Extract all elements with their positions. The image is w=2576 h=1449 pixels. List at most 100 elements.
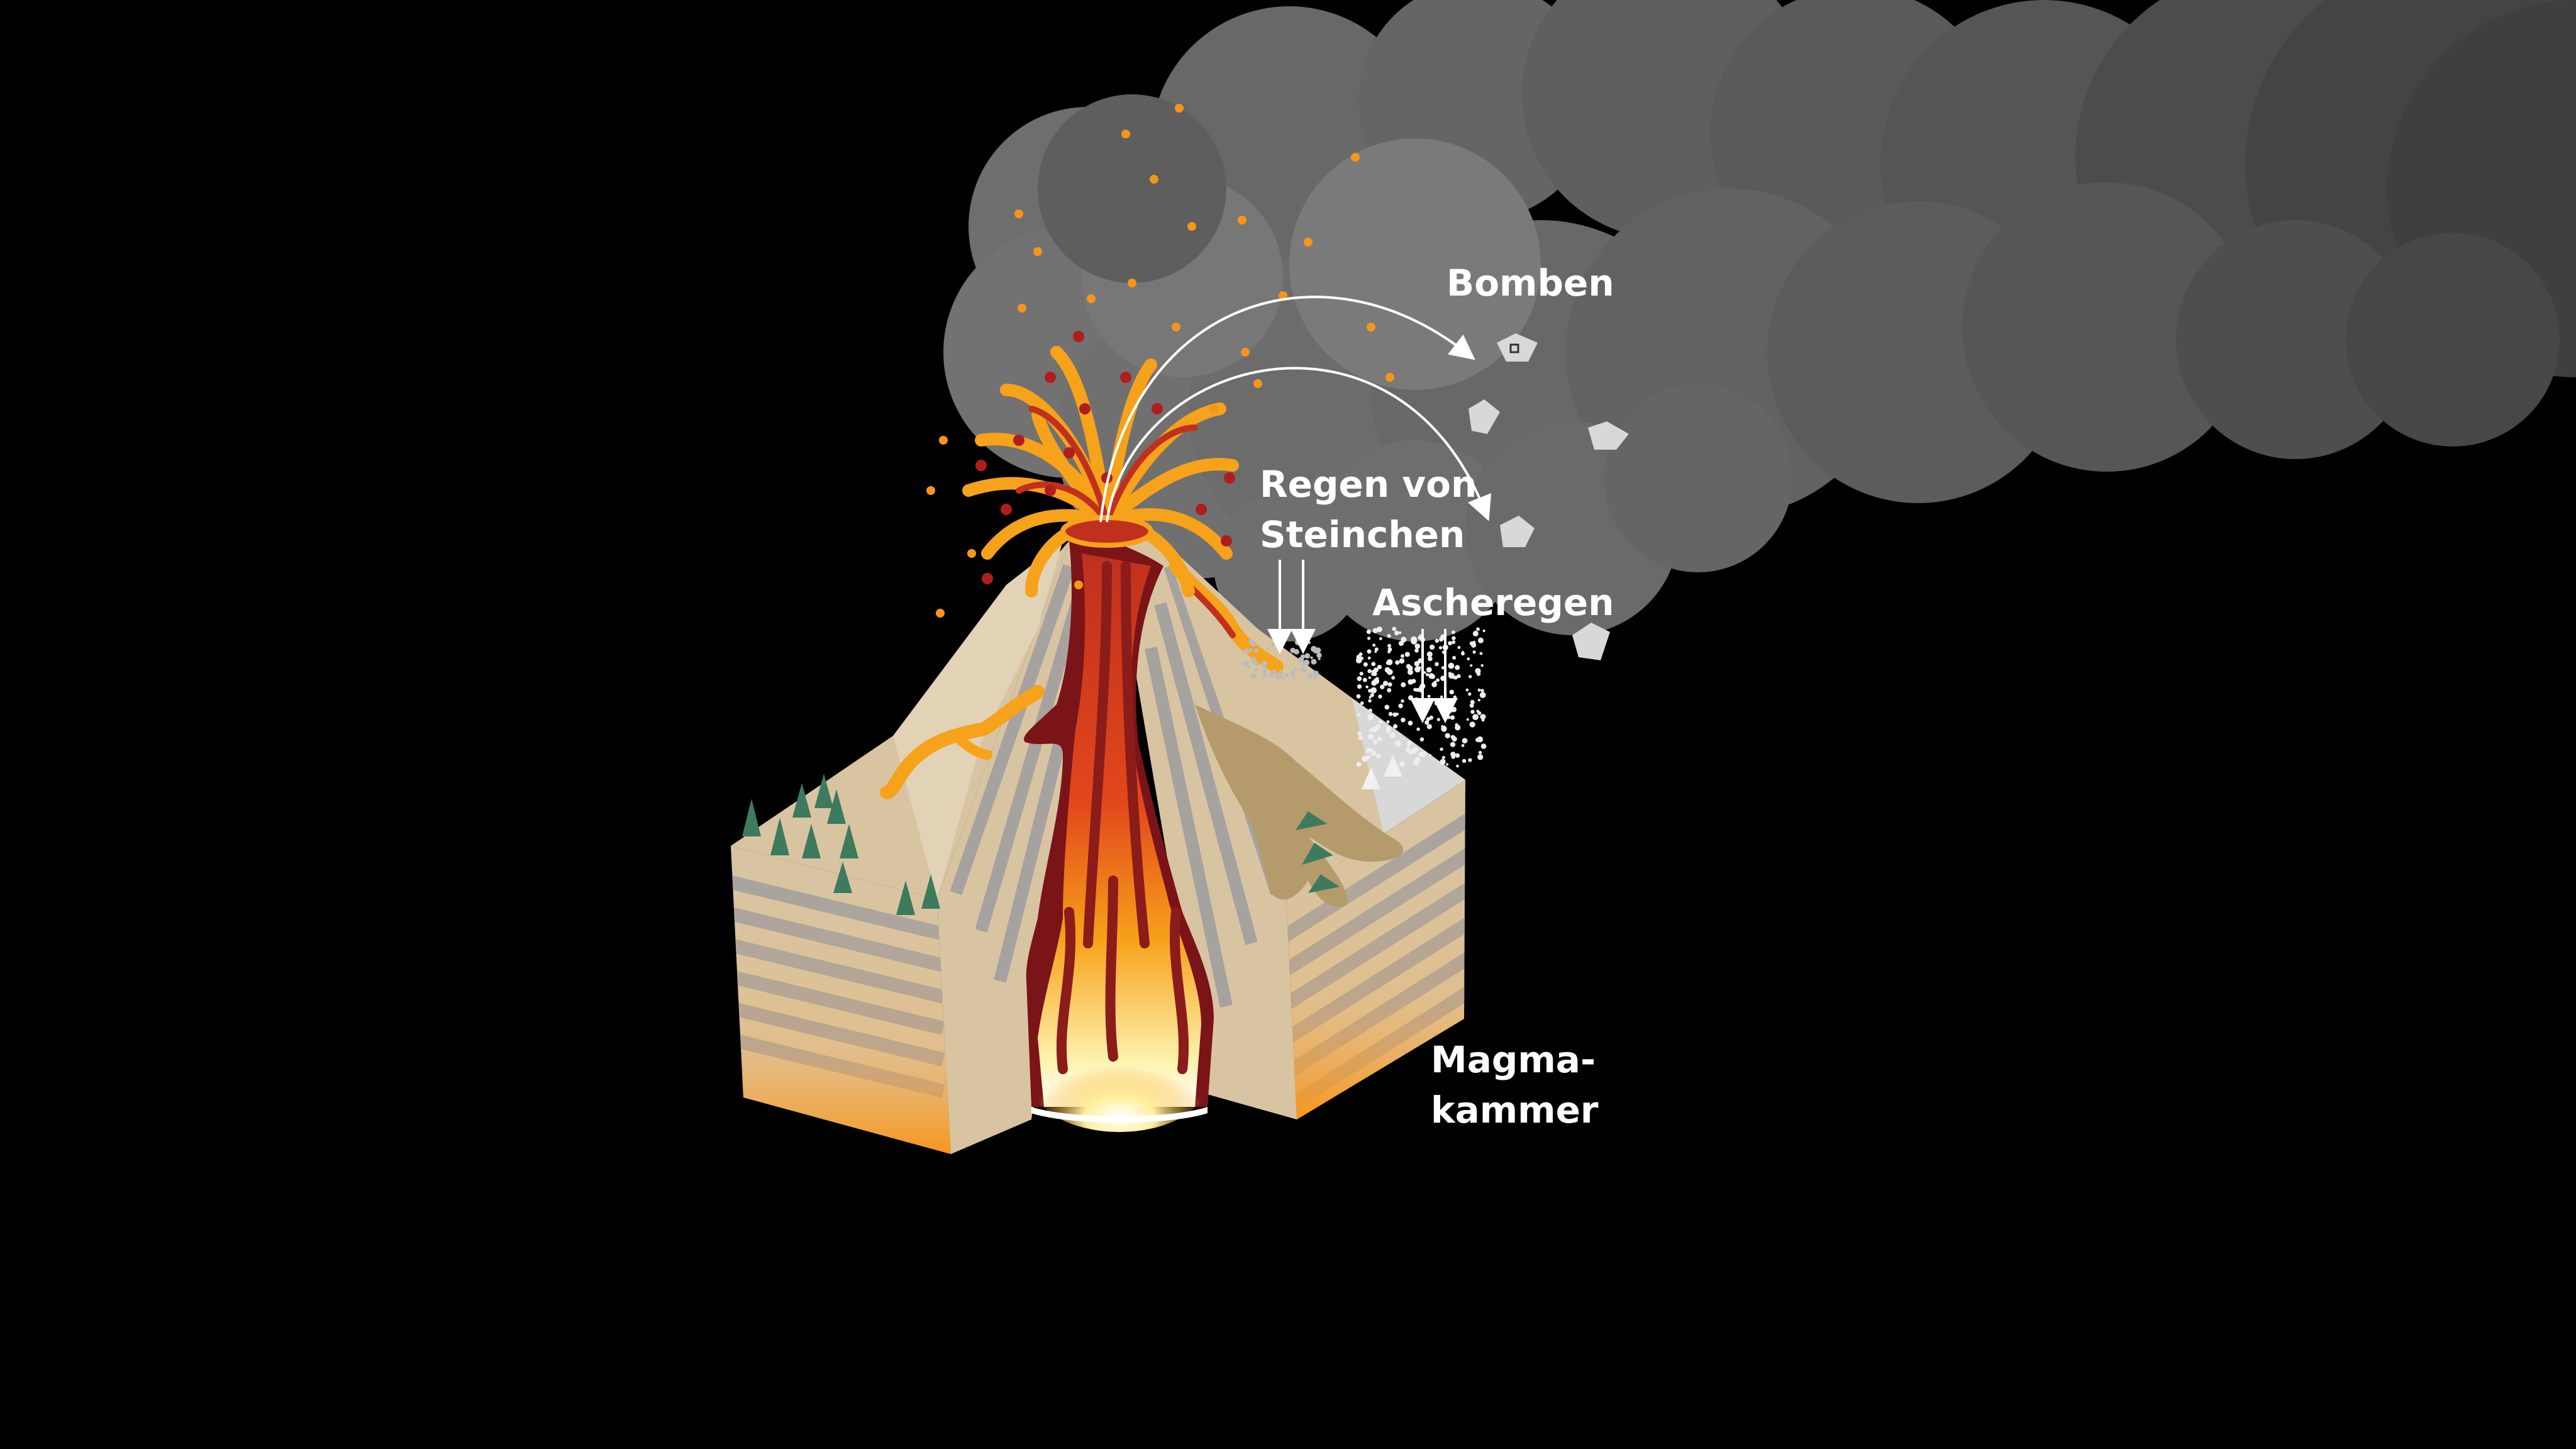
- ash-speck: [1415, 700, 1421, 706]
- ash-speck: [1461, 652, 1465, 656]
- ash-speck: [1401, 718, 1406, 723]
- ash-speck: [1371, 750, 1377, 756]
- ash-speck: [1480, 714, 1486, 720]
- stone-speck: [1270, 670, 1275, 675]
- ash-speck: [1436, 678, 1440, 682]
- stone-speck: [1294, 639, 1301, 645]
- stone-speck: [1279, 670, 1284, 675]
- ash-speck: [1414, 747, 1418, 750]
- ash-speck: [1428, 667, 1432, 671]
- ash-speck: [1469, 721, 1475, 728]
- stone-speck: [1275, 675, 1280, 680]
- ash-speck: [1359, 672, 1363, 676]
- ash-speck: [1401, 699, 1404, 703]
- ash-speck: [1435, 662, 1439, 667]
- ash-speck: [1385, 661, 1390, 665]
- ash-speck: [1428, 673, 1435, 679]
- ash-speck: [1414, 661, 1420, 667]
- ash-speck: [1480, 689, 1484, 692]
- ash-speck: [1452, 675, 1457, 680]
- ash-speck: [1367, 714, 1374, 720]
- ash-speck: [1452, 640, 1456, 645]
- ash-speck: [1468, 692, 1472, 696]
- ash-speck: [1378, 694, 1382, 699]
- ash-speck: [1398, 640, 1404, 647]
- ash-speck: [1438, 646, 1443, 650]
- ash-speck: [1371, 726, 1377, 733]
- ash-speck: [1406, 663, 1411, 669]
- stone-speck: [1253, 673, 1257, 677]
- ash-speck: [1448, 672, 1452, 675]
- ash-speck: [1375, 677, 1379, 681]
- stone-speck: [1311, 646, 1317, 652]
- ash-speck: [1471, 642, 1477, 648]
- ash-speck: [1415, 687, 1419, 692]
- ash-speck: [1419, 714, 1423, 718]
- ash-speck: [1387, 669, 1393, 675]
- ash-speck: [1440, 695, 1443, 699]
- ash-speck: [1407, 669, 1413, 675]
- ash-speck: [1395, 660, 1400, 665]
- stone-speck: [1250, 657, 1257, 663]
- ash-speck: [1451, 630, 1455, 635]
- stone-speck: [1253, 668, 1258, 672]
- label-regen-von-steinchen: Regen von Steinchen: [1260, 459, 1477, 560]
- ash-speck: [1363, 662, 1368, 667]
- ash-speck: [1387, 634, 1391, 638]
- ash-speck: [1455, 724, 1461, 731]
- ash-speck: [1467, 657, 1470, 661]
- label-regen-line2: Steinchen: [1260, 513, 1465, 556]
- ash-speck: [1426, 724, 1432, 730]
- ash-speck: [1356, 694, 1361, 699]
- ash-speck: [1387, 643, 1392, 648]
- ash-speck: [1356, 762, 1362, 767]
- ash-speck: [1368, 676, 1372, 679]
- ash-speck: [1368, 733, 1374, 740]
- ash-speck: [1357, 713, 1360, 716]
- ash-speck: [1450, 752, 1456, 757]
- ash-speck: [1372, 739, 1378, 745]
- ash-speck: [1477, 736, 1483, 743]
- ash-speck: [1418, 705, 1422, 708]
- ash-speck: [1406, 747, 1411, 753]
- ash-speck: [1368, 708, 1372, 713]
- label-bomben: Bomben: [1446, 262, 1614, 304]
- ash-speck: [1441, 666, 1445, 670]
- ash-speck: [1468, 758, 1472, 762]
- ash-speck: [1367, 669, 1372, 674]
- ash-speck: [1357, 731, 1362, 736]
- ash-speck: [1479, 692, 1486, 698]
- stone-speck: [1250, 641, 1257, 647]
- ash-speck: [1478, 637, 1484, 643]
- stone-speck: [1307, 641, 1311, 644]
- ash-speck: [1427, 694, 1431, 698]
- stone-speck: [1284, 673, 1289, 677]
- stone-speck: [1249, 648, 1252, 652]
- bomb-trajectory-arrows: [1099, 296, 1492, 523]
- ash-speck: [1370, 687, 1377, 694]
- ash-speck: [1387, 647, 1392, 652]
- ash-speck: [1366, 630, 1371, 635]
- ash-speck: [1408, 695, 1414, 701]
- ash-speck: [1365, 685, 1368, 689]
- ash-speck: [1374, 647, 1379, 652]
- stone-speck: [1303, 659, 1310, 666]
- ash-speck: [1394, 740, 1401, 747]
- ash-speck: [1466, 718, 1469, 721]
- ash-speck: [1446, 715, 1451, 719]
- stone-speck: [1261, 660, 1268, 667]
- ash-speck: [1386, 720, 1390, 724]
- ash-rain-arrows: [1410, 629, 1458, 723]
- ash-speck: [1367, 636, 1371, 640]
- stone-speck: [1290, 647, 1296, 653]
- ash-speck: [1477, 699, 1480, 702]
- ash-speck: [1407, 720, 1413, 726]
- stone-speck: [1247, 665, 1251, 669]
- ash-speck: [1389, 732, 1396, 738]
- ash-speck: [1414, 643, 1421, 649]
- ash-speck: [1455, 753, 1460, 758]
- ash-speck: [1479, 652, 1483, 655]
- ash-speck: [1370, 693, 1374, 697]
- ash-speck: [1429, 715, 1434, 720]
- ash-speck: [1480, 664, 1484, 667]
